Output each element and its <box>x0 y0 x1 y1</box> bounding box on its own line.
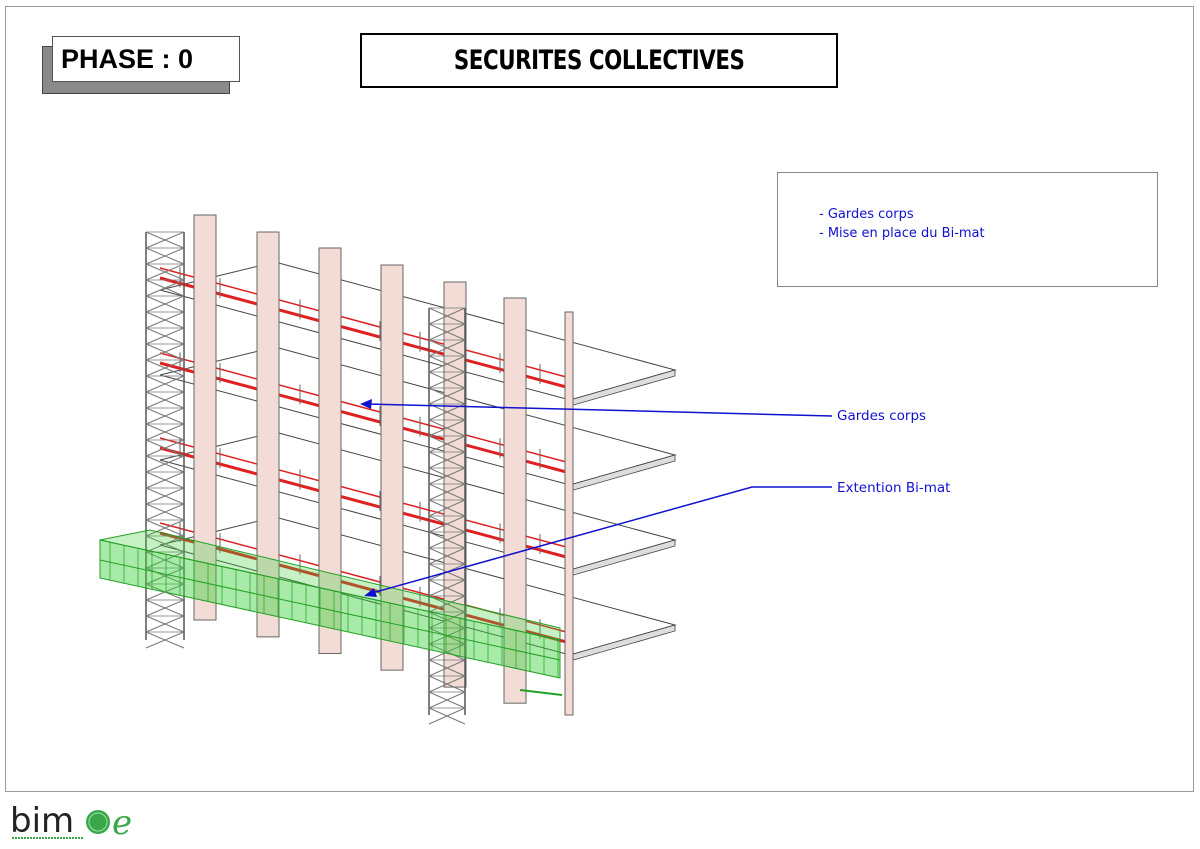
guardrail <box>159 361 571 475</box>
mast <box>145 231 185 649</box>
callout-arrows <box>360 399 833 597</box>
column <box>380 264 404 671</box>
guardrail <box>159 276 571 390</box>
bimoe-logo: bim e <box>10 798 140 842</box>
guardrail <box>159 267 571 379</box>
note-item: - Gardes corps <box>819 207 914 222</box>
column <box>318 247 342 655</box>
note-item: - Mise en place du Bi-mat <box>819 226 985 241</box>
platform-support <box>519 689 563 696</box>
svg-text:e: e <box>112 803 132 842</box>
guardrail <box>159 446 571 560</box>
page-frame <box>5 6 1194 792</box>
column <box>256 231 280 638</box>
logo-mark: bim e <box>10 801 132 842</box>
phase-label: PHASE : 0 <box>52 36 240 82</box>
column <box>503 297 527 704</box>
column <box>564 311 574 716</box>
page-title: SECURITES COLLECTIVES <box>360 33 838 88</box>
guardrails <box>159 267 571 645</box>
mast <box>428 307 466 725</box>
guardrail <box>159 437 571 549</box>
masts <box>145 231 466 725</box>
column <box>193 214 217 621</box>
guardrail <box>159 522 571 634</box>
columns <box>193 214 574 716</box>
bimat-platform <box>99 529 563 696</box>
guardrail <box>159 531 571 645</box>
notes-box: - Gardes corps - Mise en place du Bi-mat <box>777 172 1158 287</box>
platform-rail <box>99 559 561 661</box>
svg-text:bim: bim <box>10 801 74 841</box>
callout-gardes-corps: Gardes corps <box>837 408 927 424</box>
platform-top <box>99 529 561 641</box>
callout-extention-bimat: Extention Bi-mat <box>837 480 951 496</box>
floor-slabs <box>159 261 677 662</box>
guardrail <box>159 352 571 464</box>
page-title-text: SECURITES COLLECTIVES <box>453 45 745 76</box>
